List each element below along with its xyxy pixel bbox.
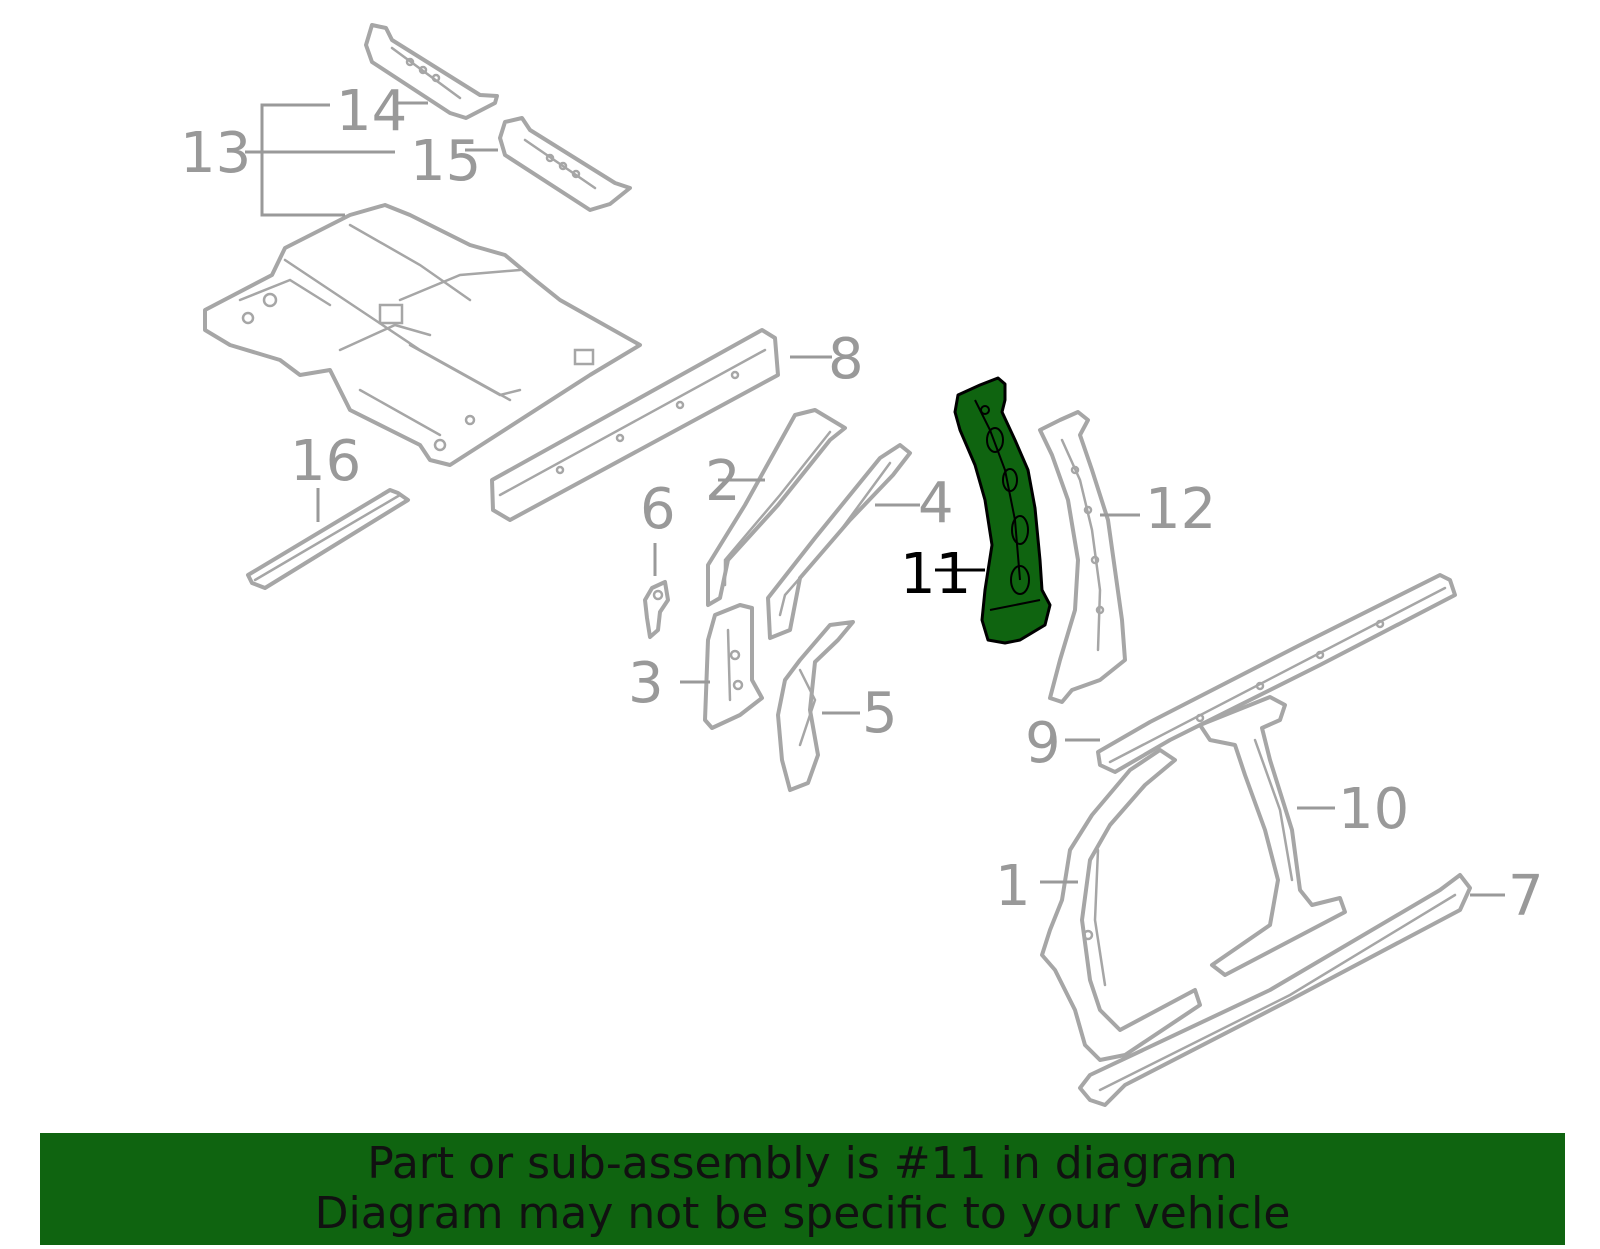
- callout-14: 14: [336, 79, 407, 144]
- callout-12: 12: [1145, 477, 1216, 542]
- callout-2: 2: [705, 449, 741, 514]
- callout-8: 8: [828, 327, 864, 392]
- callout-13: 13: [180, 121, 251, 186]
- callout-7: 7: [1508, 864, 1544, 929]
- part-11-center-pillar: [953, 376, 1052, 645]
- part-10-pillar-outer: [1198, 695, 1347, 977]
- part-5-lower-reinforcement: [776, 620, 855, 792]
- callout-11: 11: [900, 542, 971, 607]
- callout-10: 10: [1338, 777, 1409, 842]
- info-banner: Part or sub-assembly is #11 in diagram D…: [40, 1133, 1565, 1245]
- part-16-rail: [246, 488, 410, 590]
- part-14-crossmember: [364, 23, 499, 120]
- part-15-crossmember: [498, 116, 632, 212]
- callout-labels: 13 14 15 16 8 2 6 4 3 5 11 12 9 10 1 7: [180, 79, 1544, 929]
- banner-line-part-info: Part or sub-assembly is #11 in diagram: [367, 1138, 1238, 1189]
- callout-5: 5: [862, 681, 898, 746]
- part-1-body-side-outer: [1040, 748, 1202, 1062]
- callout-4: 4: [918, 471, 954, 536]
- callout-15: 15: [410, 129, 481, 194]
- part-9-roof-rail: [1096, 573, 1457, 774]
- part-6-bracket: [643, 580, 670, 639]
- callout-6: 6: [640, 477, 676, 542]
- callout-1: 1: [995, 854, 1031, 919]
- part-8-side-member: [490, 328, 780, 522]
- part-12-pillar-inner: [1038, 410, 1127, 704]
- part-2-pillar-reinforcement: [706, 408, 847, 607]
- part-3-lower-pillar: [703, 603, 764, 730]
- part-13-floor-pan: [203, 203, 642, 467]
- part-4-pillar-reinforcement: [766, 443, 912, 640]
- banner-line-disclaimer: Diagram may not be specific to your vehi…: [314, 1188, 1291, 1239]
- leader-lines: [245, 101, 1505, 897]
- part-7-rocker-panel: [1078, 873, 1472, 1107]
- callout-16: 16: [290, 429, 361, 494]
- callout-9: 9: [1025, 711, 1061, 776]
- callout-3: 3: [628, 651, 664, 716]
